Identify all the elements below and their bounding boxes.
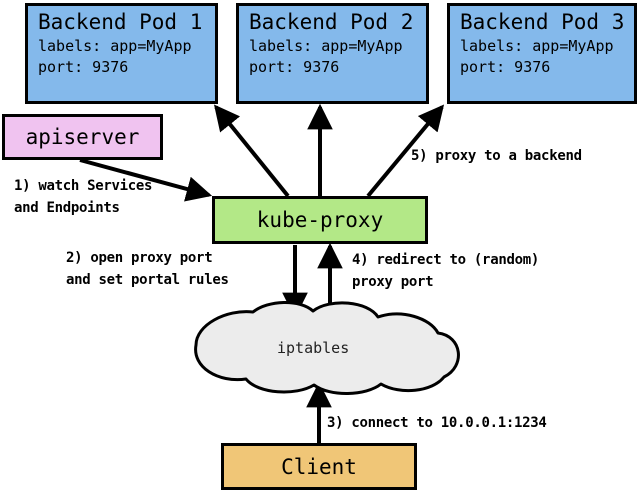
backend-pod-2-box[interactable]: Backend Pod 2 labels: app=MyApp port: 93… [236,3,429,104]
step-1-line-2: and Endpoints [14,200,120,216]
kube-proxy-box[interactable]: kube-proxy [212,196,428,244]
backend-pod-2-title: Backend Pod 2 [249,10,414,34]
backend-pod-3-labels: labels: app=MyApp [460,37,614,55]
apiserver-box[interactable]: apiserver [2,114,163,160]
client-box[interactable]: Client [221,443,417,490]
backend-pod-1-labels: labels: app=MyApp [38,37,192,55]
backend-pod-3-box[interactable]: Backend Pod 3 labels: app=MyApp port: 93… [447,3,637,104]
backend-pod-2-port: port: 9376 [249,58,340,76]
apiserver-label: apiserver [25,125,140,149]
client-label: Client [281,454,357,479]
step-5-label: 5) proxy to a backend [411,148,582,164]
backend-pod-3-title: Backend Pod 3 [460,10,625,34]
step-3-label: 3) connect to 10.0.0.1:1234 [327,415,547,431]
backend-pod-1-port: port: 9376 [38,58,129,76]
iptables-label: iptables [277,339,350,357]
step-2-line-1: 2) open proxy port [66,250,213,266]
edge-kubeproxy-to-pod1 [213,104,290,198]
step-2-line-2: and set portal rules [66,272,229,288]
backend-pod-3-port: port: 9376 [460,58,551,76]
backend-pod-1-title: Backend Pod 1 [38,10,203,34]
kube-proxy-label: kube-proxy [256,208,384,232]
step-1-line-1: 1) watch Services [14,178,153,194]
backend-pod-2-labels: labels: app=MyApp [249,37,403,55]
step-4-line-1: 4) redirect to (random) [352,252,539,268]
step-4-line-2: proxy port [352,274,434,290]
backend-pod-1-box[interactable]: Backend Pod 1 labels: app=MyApp port: 93… [25,3,218,104]
